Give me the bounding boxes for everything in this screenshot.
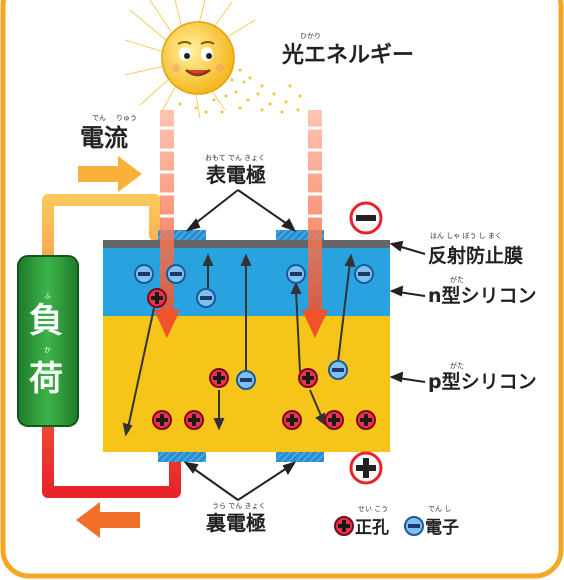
p-silicon-ruby: がた xyxy=(450,361,464,370)
hole-icon xyxy=(209,368,229,388)
current-ruby-2: りゅう xyxy=(116,114,137,122)
negative-terminal-icon xyxy=(349,201,383,235)
electron-icon xyxy=(328,360,348,380)
n-silicon-ruby: がた xyxy=(450,275,464,284)
electron-icon xyxy=(236,370,256,390)
legend-hole-label: 正孔 xyxy=(355,518,389,538)
electron-icon xyxy=(196,288,216,308)
n-silicon-label: n型シリコン xyxy=(428,284,537,307)
electron-icon xyxy=(286,264,306,284)
hole-icon xyxy=(298,368,318,388)
load-char-2-ruby: か xyxy=(44,346,51,354)
antireflection-layer xyxy=(103,240,390,248)
load-char-1-ruby: ふ xyxy=(44,292,51,300)
light-energy-label: 光エネルギー xyxy=(281,43,414,68)
antireflection-label: 反射防止膜 xyxy=(428,244,523,267)
current-arrow-bottom xyxy=(76,502,140,538)
label-pointers-right xyxy=(389,240,426,383)
legend-electron-ruby: でん し xyxy=(428,505,451,513)
hole-icon xyxy=(324,410,344,430)
holes xyxy=(147,288,376,430)
electron-icon xyxy=(166,264,186,284)
back-electrode-label: 裏電極 xyxy=(205,511,266,535)
legend: せい こう 正孔 でん し 電子 xyxy=(334,505,459,538)
legend-electron-label: 電子 xyxy=(425,518,459,538)
light-beam-right xyxy=(302,110,328,338)
hole-icon xyxy=(147,288,167,308)
light-beam-left xyxy=(154,110,180,338)
current-ruby-1: でん xyxy=(92,114,106,122)
electrons xyxy=(134,264,374,390)
antireflection-ruby: はん しゃ ぼう し まく xyxy=(430,232,502,240)
front-electrode-ruby: おもて でん きょく xyxy=(205,154,265,162)
back-electrode-ruby: うら でん きょく xyxy=(212,502,265,510)
p-silicon-label: p型シリコン xyxy=(428,370,537,393)
back-electrode-right xyxy=(276,452,324,462)
current-arrow-top xyxy=(78,156,142,192)
positive-terminal-icon xyxy=(349,451,383,485)
front-electrode-right xyxy=(276,230,324,240)
load-char-1: 負 xyxy=(29,301,63,341)
front-electrode-label: 表電極 xyxy=(206,163,266,187)
hole-icon xyxy=(184,410,204,430)
back-electrode-left xyxy=(158,452,206,462)
legend-hole-icon xyxy=(334,516,354,536)
sun-icon xyxy=(161,21,235,95)
hole-icon xyxy=(356,410,376,430)
legend-hole-ruby: せい こう xyxy=(358,505,388,513)
front-electrode-left xyxy=(158,230,206,240)
back-electrode-pointers xyxy=(183,461,297,501)
legend-electron-icon xyxy=(404,516,424,536)
hole-icon xyxy=(282,410,302,430)
load-char-2: 荷 xyxy=(29,359,63,399)
electron-icon xyxy=(354,264,374,284)
front-electrode-pointers xyxy=(185,189,297,232)
current-label: 電流 xyxy=(80,124,128,152)
electron-icon xyxy=(134,264,154,284)
hole-icon xyxy=(152,410,172,430)
light-energy-ruby: ひかり xyxy=(300,32,321,40)
load-box xyxy=(17,255,79,427)
